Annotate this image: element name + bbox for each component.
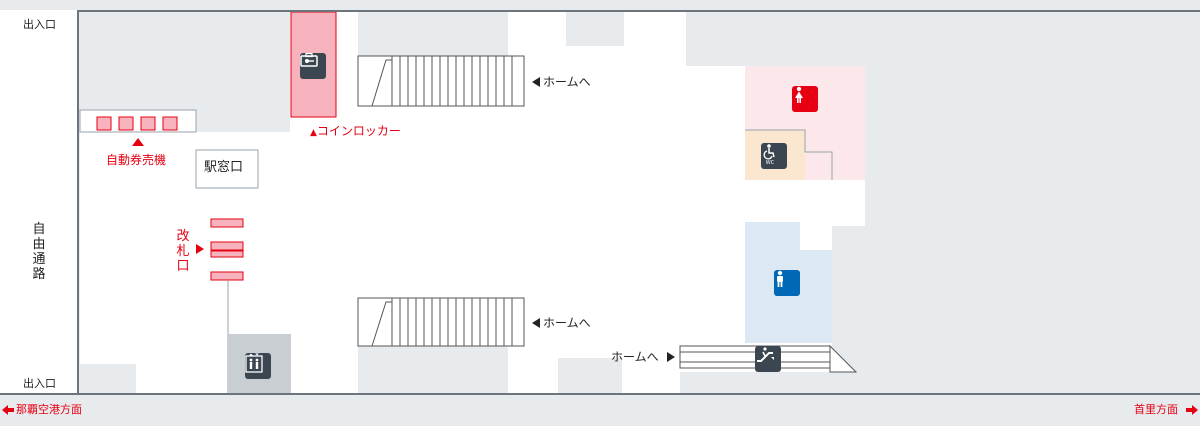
coin-locker-text: コインロッカー <box>316 124 401 138</box>
free-passage <box>0 10 78 394</box>
ticket-gate-label: 改札口 <box>176 229 190 274</box>
arrow-right-icon <box>1192 405 1198 415</box>
ticket-machine[interactable] <box>118 116 134 131</box>
ticket-machine[interactable] <box>162 116 178 131</box>
wall-block <box>80 364 136 394</box>
elevator-icon <box>245 353 263 373</box>
elevator-icon[interactable] <box>245 353 271 379</box>
arrow-left-shaft <box>7 408 14 412</box>
to-shuri-label: 首里方面 <box>1134 403 1178 416</box>
women-restroom-icon <box>795 86 803 103</box>
wall-block <box>558 358 622 394</box>
stairs-top[interactable] <box>357 55 525 107</box>
escalator-icon[interactable] <box>755 346 781 372</box>
svg-text:WC: WC <box>766 160 775 165</box>
arrow-left-icon <box>532 77 540 87</box>
arrow-left-icon <box>2 405 8 415</box>
ticket-machine[interactable] <box>96 116 112 131</box>
coin-locker-label: ▲コインロッカー <box>310 124 401 140</box>
ticket-machine[interactable] <box>140 116 156 131</box>
accessible-wc-icon: WC <box>763 144 775 165</box>
accessible-wc-icon: WC <box>761 143 787 169</box>
ticket-gate[interactable] <box>210 218 244 228</box>
stairs-bottom[interactable] <box>357 297 525 347</box>
concourse-floor <box>80 12 865 394</box>
wall-block <box>686 12 1200 66</box>
stairs-top-treads <box>371 56 513 107</box>
station-office-box <box>195 149 259 189</box>
to-platform-top-label[interactable]: ホームへ <box>543 75 591 89</box>
ticket-gate[interactable] <box>210 241 244 251</box>
women-restroom-icon <box>792 86 818 112</box>
arrow-left-icon <box>532 318 540 328</box>
wall-block <box>80 12 290 110</box>
restroom-wall <box>745 129 833 180</box>
stairs-bottom-treads <box>371 298 513 347</box>
coin-locker-icon <box>300 53 318 67</box>
ticket-gate[interactable] <box>210 250 244 258</box>
men-restroom-icon <box>774 270 800 296</box>
arrow-right-icon <box>667 352 675 362</box>
arrow-right-shaft <box>1186 408 1193 412</box>
to-platform-escalator-label[interactable]: ホームへ <box>611 350 659 364</box>
men-restroom-icon <box>777 270 783 287</box>
ticket-machine-marker <box>132 138 144 146</box>
station-office-label: 駅窓口 <box>204 160 244 175</box>
wall-block <box>358 12 508 56</box>
coin-locker-marker-icon: ▲ <box>310 128 317 138</box>
to-platform-bottom-label[interactable]: ホームへ <box>543 316 591 330</box>
escalator-icon <box>757 347 774 362</box>
exit-bottom-label: 出入口 <box>23 377 56 390</box>
gate-arrow-icon <box>196 244 204 254</box>
wall-block <box>866 66 1200 226</box>
ticket-gate[interactable] <box>210 271 244 281</box>
free-passage-label: 自由通路 <box>32 222 46 282</box>
wall-block <box>566 12 624 46</box>
exit-top-label: 出入口 <box>23 18 56 31</box>
wall-block <box>832 226 1200 394</box>
wall-block <box>358 346 508 394</box>
to-naha-airport-label: 那覇空港方面 <box>16 403 82 416</box>
ticket-machines-label: 自動券売機 <box>106 153 167 167</box>
coin-locker-icon[interactable] <box>300 53 326 79</box>
escalator-end <box>829 344 858 373</box>
